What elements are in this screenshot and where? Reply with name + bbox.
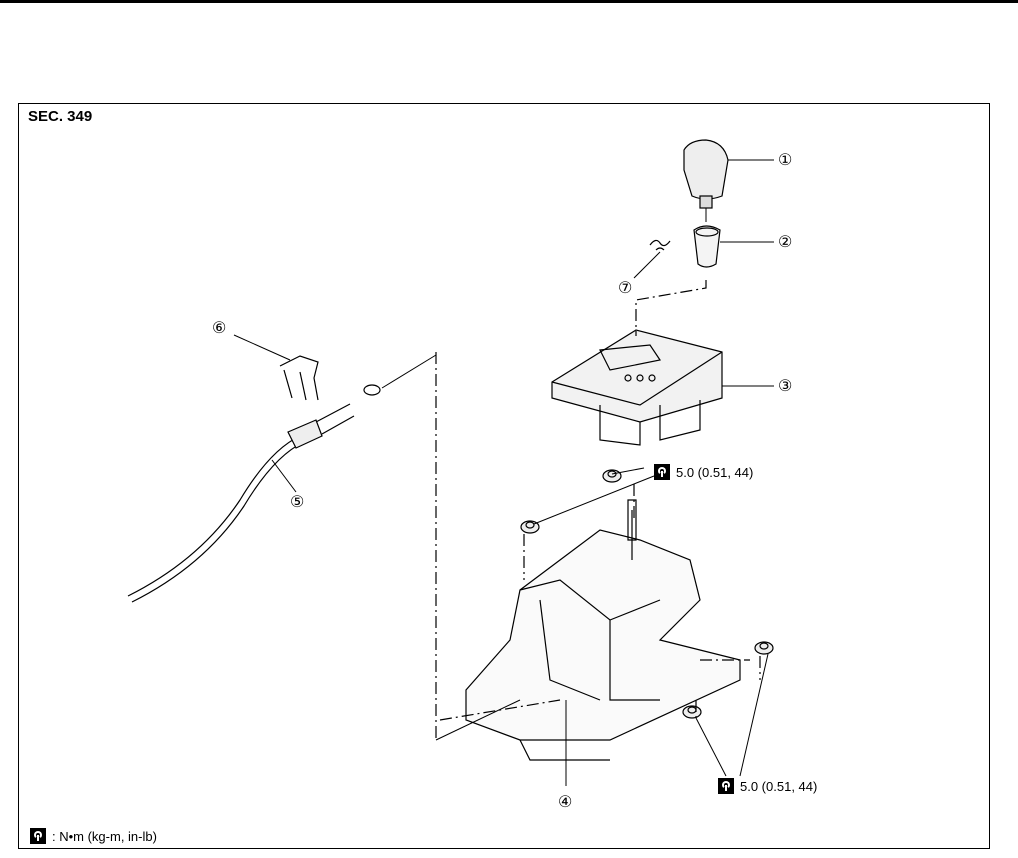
torque-wrench-icon [30, 828, 46, 844]
lock-pin-clip [649, 239, 671, 251]
nut-upper-1 [602, 469, 622, 483]
callout-4: ④ [558, 794, 573, 811]
control-device-assembly [465, 499, 741, 761]
section-label: SEC. 349 [28, 108, 93, 125]
callout-3: ③ [778, 378, 793, 395]
callout-1: ① [778, 152, 793, 169]
torque-spec-lower-text: 5.0 (0.51, 44) [740, 778, 818, 794]
control-cable [127, 384, 381, 603]
top-rule [0, 0, 1018, 3]
lock-plate [279, 355, 319, 401]
callout-2: ② [778, 234, 793, 251]
torque-legend: : N•m (kg-m, in-lb) [30, 828, 157, 844]
diagram-frame [18, 103, 990, 849]
torque-spec-lower: 5.0 (0.51, 44) [718, 778, 817, 794]
torque-spec-upper: 5.0 (0.51, 44) [654, 464, 753, 480]
knob-cover [693, 225, 721, 268]
torque-spec-upper-text: 5.0 (0.51, 44) [676, 464, 754, 480]
nut-lower-1 [754, 641, 774, 655]
callout-5: ⑤ [290, 494, 305, 511]
position-indicator [551, 329, 723, 446]
torque-wrench-icon [654, 464, 670, 480]
shift-knob [683, 139, 729, 209]
callout-7: ⑦ [618, 280, 633, 297]
torque-legend-text: : N•m (kg-m, in-lb) [52, 828, 157, 844]
torque-wrench-icon [718, 778, 734, 794]
nut-lower-2 [682, 705, 702, 719]
callout-6: ⑥ [212, 320, 227, 337]
